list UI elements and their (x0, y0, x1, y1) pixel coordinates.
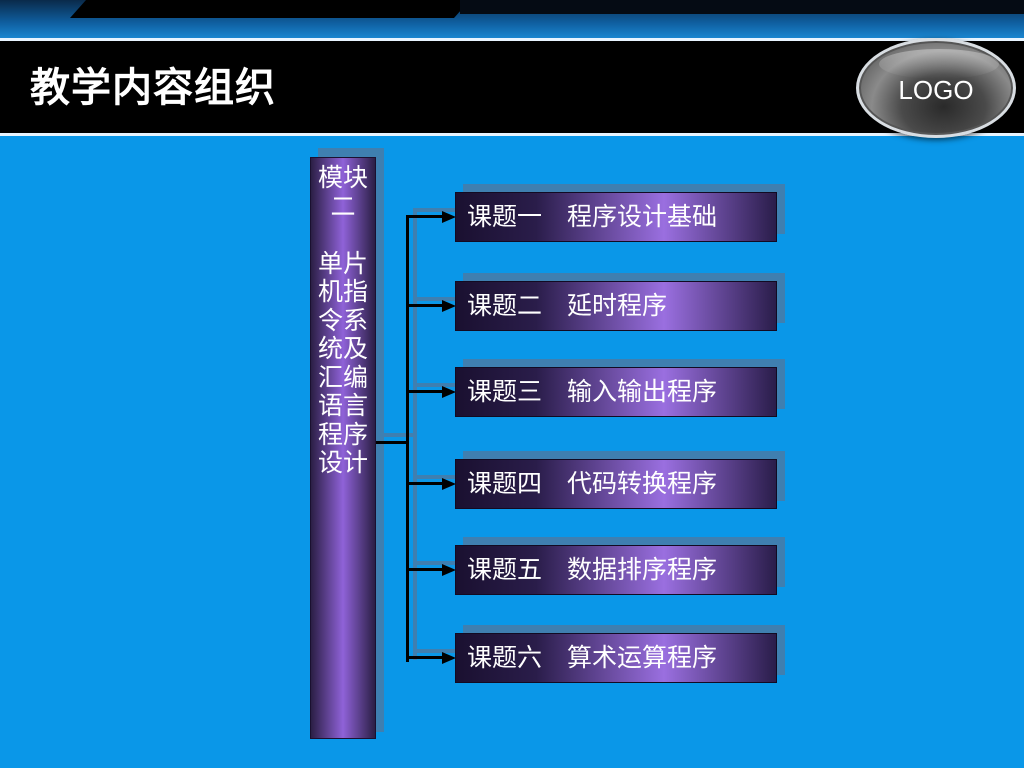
logo-text: LOGO (898, 75, 974, 105)
arrow-right-icon (442, 300, 456, 312)
top-decor-band (460, 0, 1024, 14)
connector-stem-shadow (378, 433, 416, 437)
module-label: 模块二 单片机指令系统及汇编语言程序设计 (317, 163, 368, 477)
branch-connector (406, 304, 444, 307)
topic-box: 课题三 输入输出程序 (455, 367, 777, 417)
logo-shine (879, 49, 999, 79)
topic-box: 课题二 延时程序 (455, 281, 777, 331)
branch-connector (406, 215, 444, 218)
module-box: 模块二 单片机指令系统及汇编语言程序设计 (310, 157, 376, 739)
branch-connector (406, 568, 444, 571)
connector-spine (406, 216, 409, 662)
branch-connector-shadow (413, 297, 455, 301)
branch-connector-shadow (413, 383, 455, 387)
topic-box: 课题四 代码转换程序 (455, 459, 777, 509)
title-bar (0, 41, 1024, 133)
logo: LOGO (856, 38, 1016, 138)
topic-box: 课题一 程序设计基础 (455, 192, 777, 242)
top-decor-tab (70, 0, 470, 18)
branch-connector (406, 390, 444, 393)
branch-connector-shadow (413, 561, 455, 565)
topic-box: 课题六 算术运算程序 (455, 633, 777, 683)
arrow-right-icon (442, 478, 456, 490)
branch-connector (406, 482, 444, 485)
title-bar-top-rule (0, 38, 1024, 41)
arrow-right-icon (442, 652, 456, 664)
branch-connector-shadow (413, 475, 455, 479)
title-bar-bottom-rule (0, 133, 1024, 136)
branch-connector-shadow (413, 649, 455, 653)
page-title: 教学内容组织 (30, 65, 276, 111)
arrow-right-icon (442, 386, 456, 398)
arrow-right-icon (442, 564, 456, 576)
branch-connector (406, 656, 444, 659)
branch-connector-shadow (413, 208, 455, 212)
topic-box: 课题五 数据排序程序 (455, 545, 777, 595)
connector-spine-shadow (413, 208, 417, 660)
connector-stem (376, 441, 408, 444)
arrow-right-icon (442, 211, 456, 223)
